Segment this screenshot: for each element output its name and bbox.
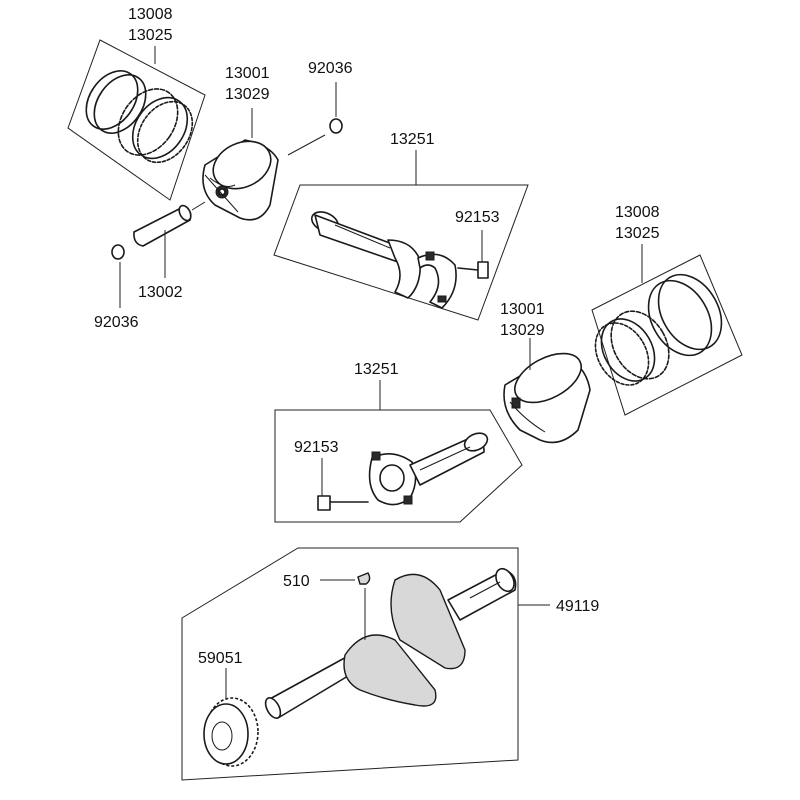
woodruff-key[interactable] xyxy=(357,572,371,585)
crankshaft-gear[interactable] xyxy=(203,697,259,767)
rod-cap-top[interactable] xyxy=(417,251,457,309)
connecting-rod-top[interactable] xyxy=(309,208,422,299)
rod-top-group-outline xyxy=(273,184,529,321)
label-piston-top-b: 13029 xyxy=(225,86,270,103)
label-rings-right-b: 13025 xyxy=(615,225,660,242)
label-rings-top-a: 13008 xyxy=(128,6,173,23)
piston-ring-set-top[interactable] xyxy=(67,39,206,201)
pin-axis-line xyxy=(287,134,326,156)
label-bolt-bottom: 92153 xyxy=(294,439,339,456)
label-piston-top-a: 13001 xyxy=(225,65,270,82)
label-piston-right-b: 13029 xyxy=(500,322,545,339)
circlip-bottom[interactable] xyxy=(111,244,125,260)
connecting-rod-bottom[interactable] xyxy=(368,430,491,506)
rod-bolt-bottom[interactable] xyxy=(317,495,369,511)
pin-axis-line-lower xyxy=(191,201,206,211)
label-rings-right-a: 13008 xyxy=(615,204,660,221)
label-crankshaft: 49119 xyxy=(556,598,599,615)
label-rod-bottom: 13251 xyxy=(354,361,399,378)
crankshaft[interactable] xyxy=(263,566,518,721)
label-circlip-bottom: 92036 xyxy=(94,314,139,331)
piston-right[interactable] xyxy=(503,343,591,444)
label-pin: 13002 xyxy=(138,284,183,301)
piston-ring-set-right[interactable] xyxy=(585,254,743,416)
label-gear: 59051 xyxy=(198,650,243,667)
piston-pin[interactable] xyxy=(133,204,193,247)
rod-bolt-top[interactable] xyxy=(457,261,489,279)
label-rings-top-b: 13025 xyxy=(128,27,173,44)
label-circlip-top: 92036 xyxy=(308,60,353,77)
rod-bottom-group-outline xyxy=(274,409,523,523)
crankshaft-group-outline xyxy=(181,547,519,781)
label-bolt-top: 92153 xyxy=(455,209,500,226)
circlip-top[interactable] xyxy=(329,118,343,134)
label-rod-top: 13251 xyxy=(390,131,435,148)
piston-top[interactable] xyxy=(202,132,279,221)
ring-set-top-outline xyxy=(67,39,206,201)
label-key: 510 xyxy=(283,573,310,590)
label-piston-right-a: 13001 xyxy=(500,301,545,318)
